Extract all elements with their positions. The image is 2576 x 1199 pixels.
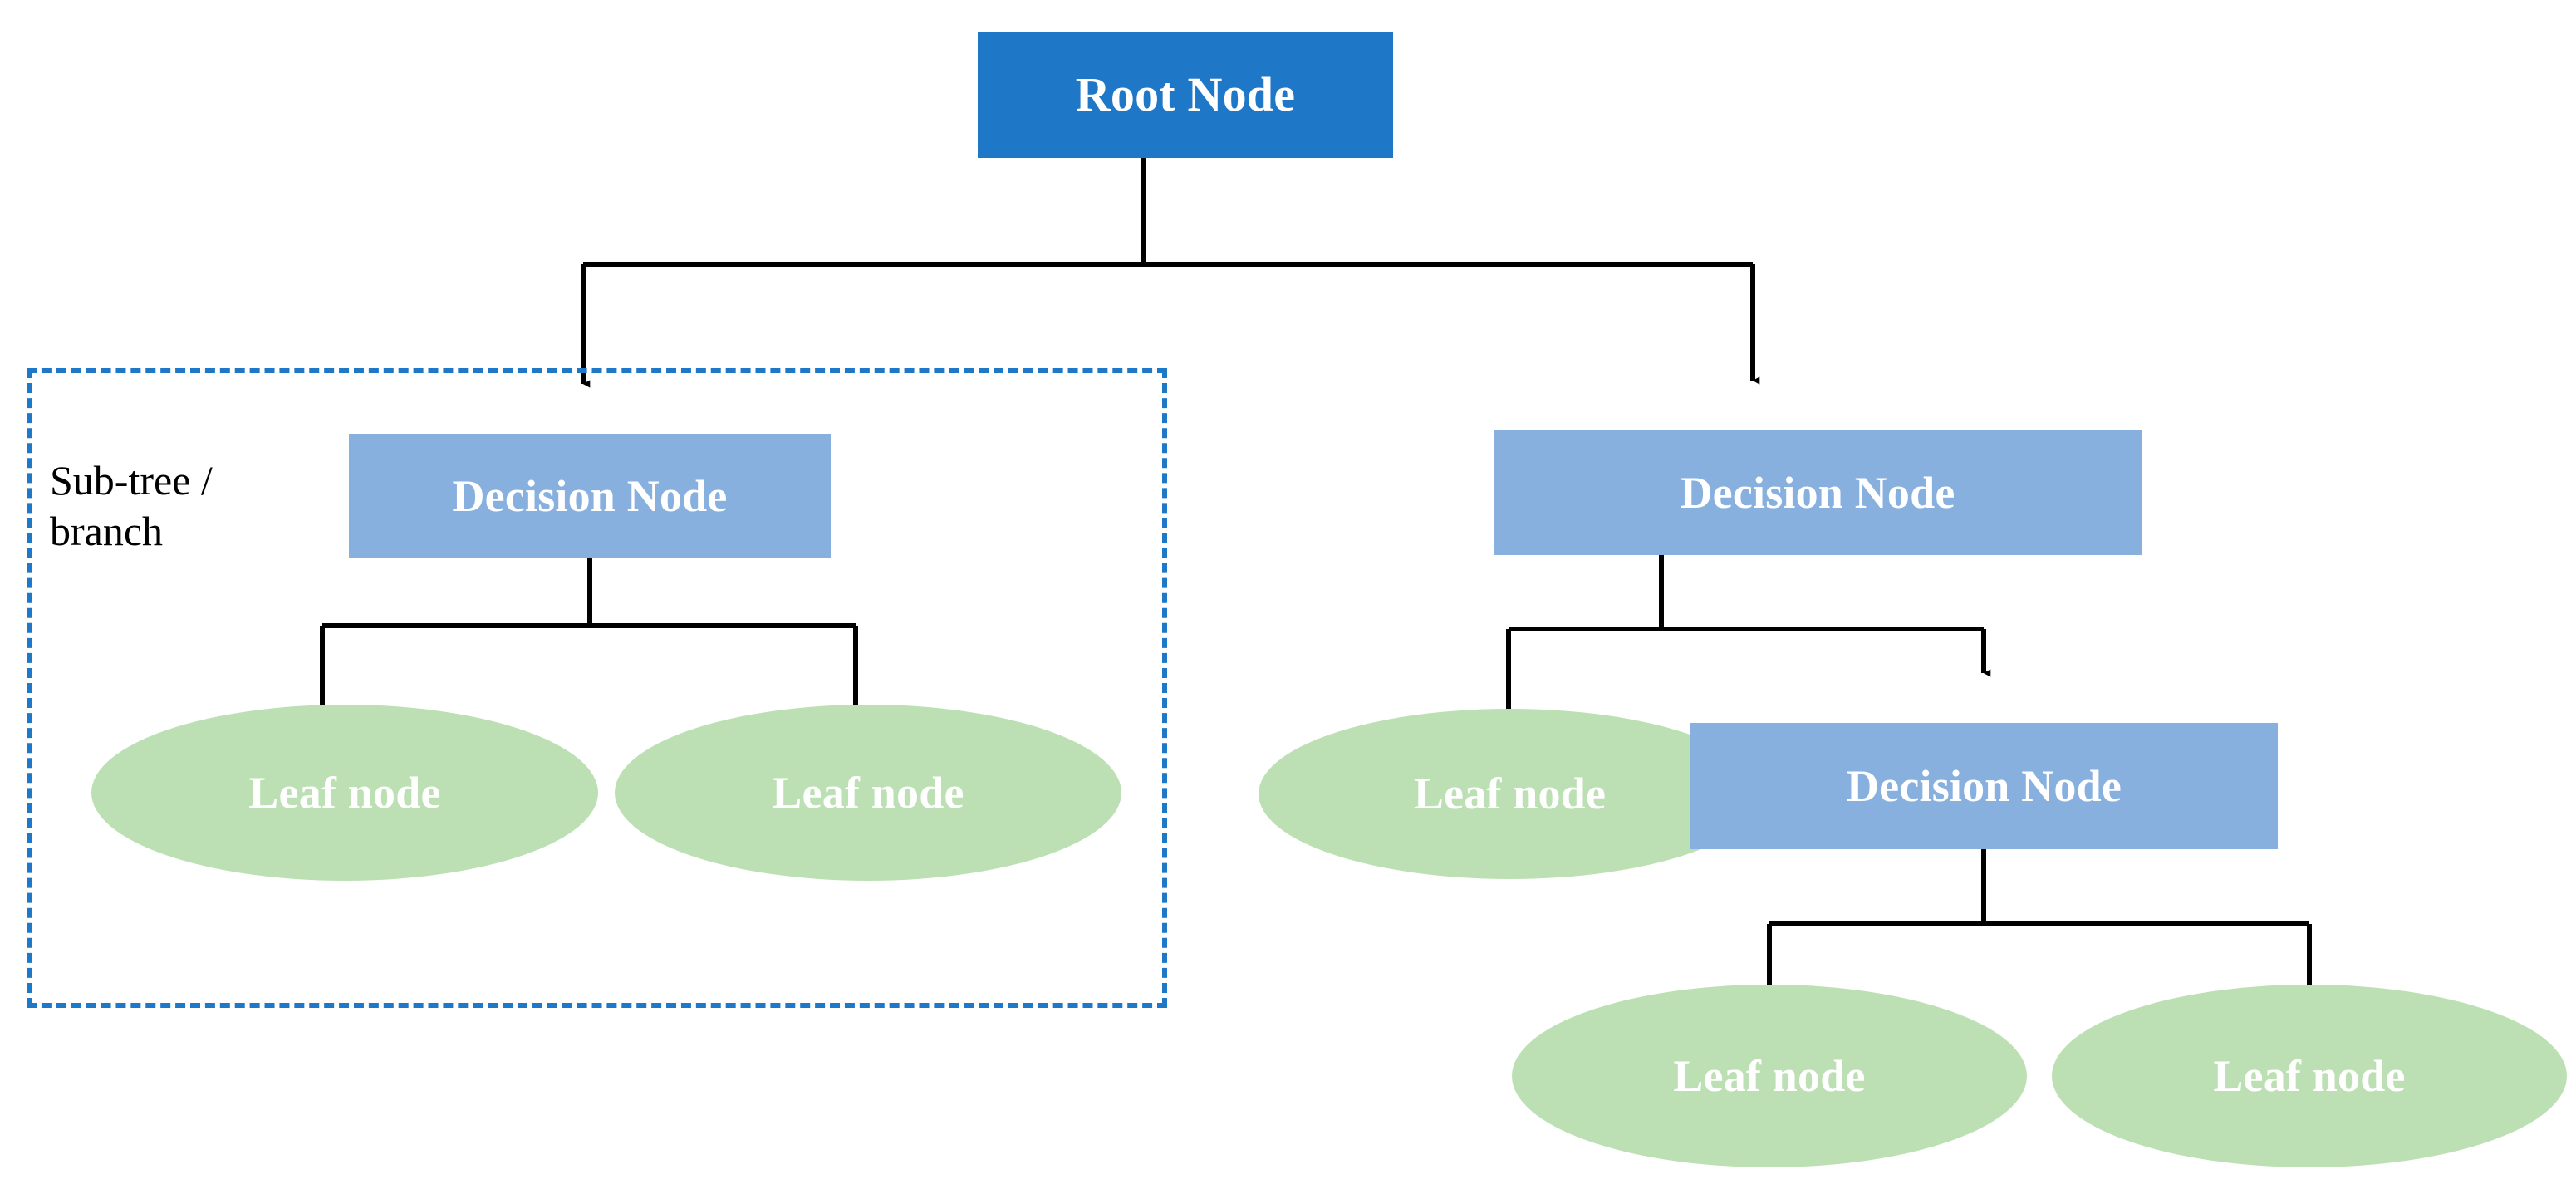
node-decision-right[interactable]: Decision Node — [1494, 430, 2142, 555]
subtree-region-outline — [27, 368, 1167, 1008]
node-leaf-left-1[interactable]: Leaf node — [91, 705, 598, 881]
subtree-annotation-label: Sub-tree / branch — [50, 457, 213, 554]
node-root[interactable]: Root Node — [978, 32, 1393, 158]
node-leaf-sub-2[interactable]: Leaf node — [2052, 985, 2567, 1167]
node-leaf-left-2[interactable]: Leaf node — [615, 705, 1121, 881]
node-leaf-sub-1[interactable]: Leaf node — [1512, 985, 2027, 1167]
node-decision-left[interactable]: Decision Node — [349, 434, 831, 558]
node-leaf-right-1[interactable]: Leaf node — [1259, 709, 1761, 879]
node-decision-sub[interactable]: Decision Node — [1690, 723, 2278, 849]
